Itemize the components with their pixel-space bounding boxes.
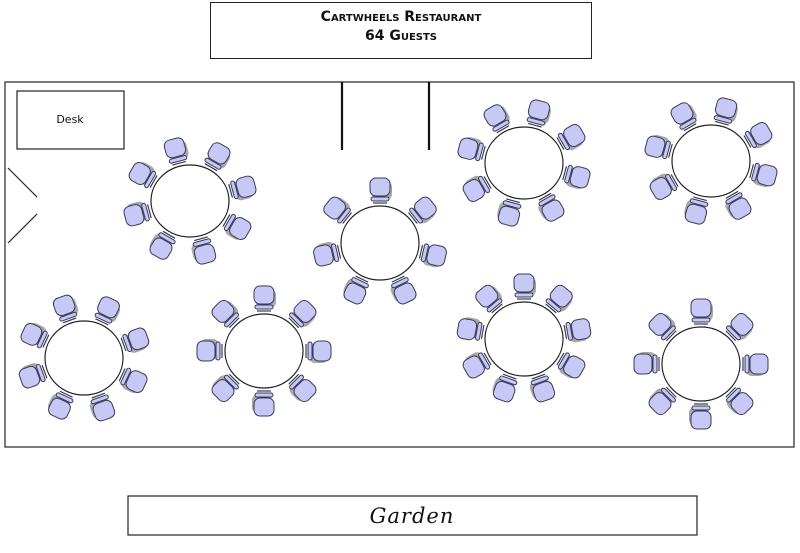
chair <box>252 390 275 417</box>
chair <box>457 136 486 162</box>
chair <box>529 373 556 403</box>
table-8 <box>633 298 769 430</box>
round-table <box>44 320 124 396</box>
chair <box>513 273 536 300</box>
chair <box>644 134 673 160</box>
table-1 <box>123 137 257 265</box>
chair <box>20 322 50 349</box>
chair <box>684 196 709 225</box>
chair <box>670 102 697 132</box>
chair <box>89 392 116 422</box>
chair <box>526 99 551 128</box>
round-table <box>661 326 741 402</box>
tables-layer <box>18 97 778 430</box>
chair <box>163 137 189 166</box>
chair <box>52 294 79 324</box>
desk: Desk <box>16 90 125 150</box>
entrance-door-top <box>7 167 38 198</box>
chair <box>713 97 738 126</box>
chair <box>18 363 48 389</box>
chair <box>204 142 231 172</box>
chair <box>538 192 565 222</box>
chair <box>288 373 317 403</box>
chair <box>253 285 276 312</box>
chair <box>323 196 352 224</box>
chair <box>149 230 176 260</box>
chair <box>305 340 332 363</box>
chair <box>562 164 591 190</box>
chair <box>313 242 342 267</box>
chair <box>483 104 510 134</box>
chair <box>94 296 120 326</box>
chair <box>475 284 503 314</box>
chair <box>749 162 778 188</box>
round-table <box>484 126 564 200</box>
table-6 <box>196 285 332 417</box>
chair <box>462 352 492 379</box>
chair <box>120 327 150 353</box>
chair <box>648 312 677 342</box>
round-table <box>671 124 751 198</box>
chair <box>288 299 317 329</box>
chair <box>48 390 74 420</box>
chair <box>563 318 592 343</box>
chair <box>742 353 769 376</box>
chair <box>725 386 754 416</box>
chair <box>690 298 713 325</box>
chair <box>390 275 417 305</box>
chair <box>743 122 773 149</box>
round-table <box>484 301 564 377</box>
chair <box>725 312 754 342</box>
round-table <box>224 313 304 389</box>
chair <box>118 367 148 394</box>
garden: Garden <box>127 495 698 536</box>
table-2 <box>313 177 447 305</box>
chair <box>211 373 240 403</box>
chair <box>556 124 586 151</box>
chair <box>369 177 392 204</box>
chair <box>497 198 522 227</box>
chair <box>343 275 369 305</box>
garden-label: Garden <box>370 504 455 528</box>
chair <box>408 196 437 224</box>
chair <box>196 339 223 362</box>
chair <box>228 175 257 201</box>
chair <box>222 213 252 240</box>
chair <box>418 243 447 268</box>
chair <box>648 386 677 416</box>
desk-label: Desk <box>56 113 84 126</box>
room-outline <box>4 81 795 448</box>
round-table <box>150 164 230 238</box>
table-4 <box>644 97 778 225</box>
restaurant-title: Cartwheels Restaurant <box>320 9 482 25</box>
chair <box>649 173 679 200</box>
chair <box>633 352 660 375</box>
round-table <box>340 205 420 281</box>
entrance-door-bottom <box>7 213 38 244</box>
chair <box>725 190 752 220</box>
chair <box>492 373 518 403</box>
table-7 <box>456 273 592 403</box>
chair <box>545 284 573 314</box>
table-5 <box>18 294 150 422</box>
chair <box>462 175 492 202</box>
chair <box>191 236 217 265</box>
chair <box>689 403 712 430</box>
chair <box>211 299 240 329</box>
chair <box>128 162 158 189</box>
chair <box>456 317 485 341</box>
chair <box>556 352 586 379</box>
table-3 <box>457 99 591 227</box>
chair <box>123 201 152 227</box>
title-box: Cartwheels Restaurant 64 Guests <box>210 2 592 59</box>
guest-count: 64 Guests <box>364 28 438 44</box>
